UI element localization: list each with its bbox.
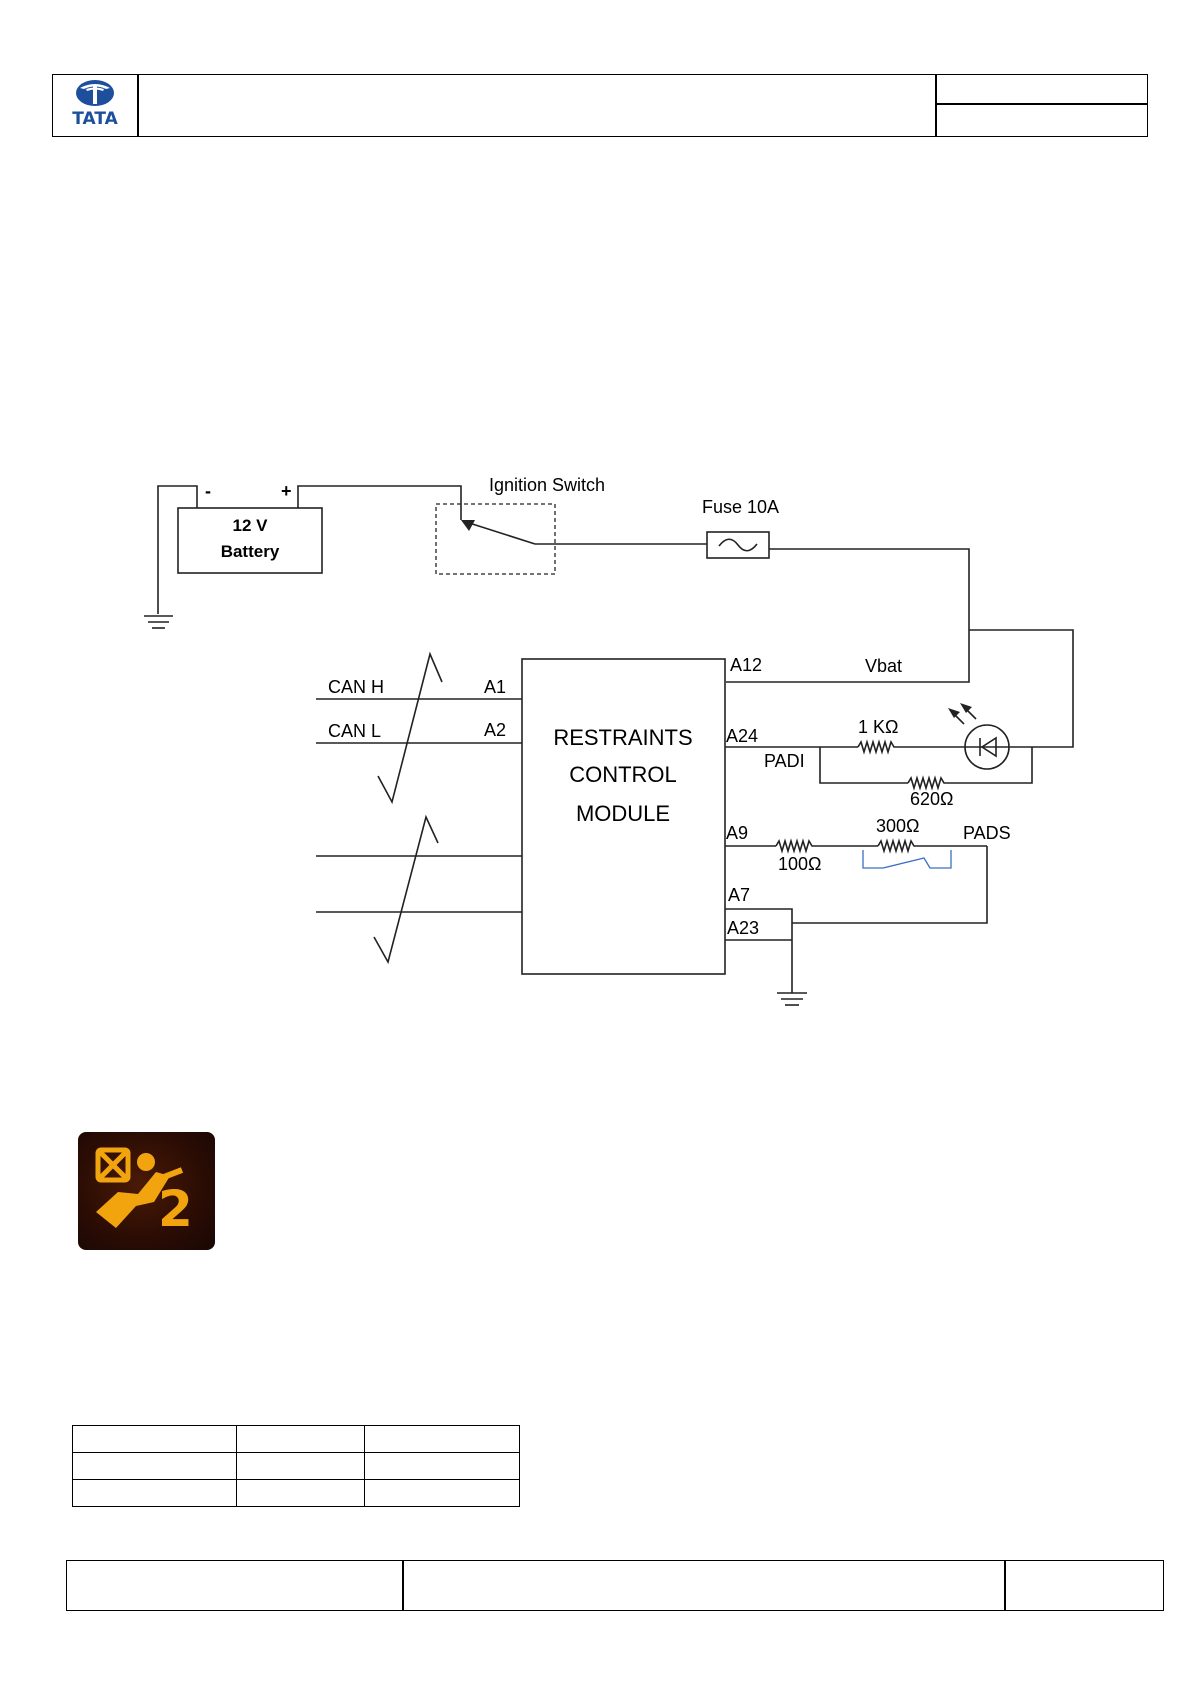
resistor-300 (877, 838, 987, 854)
pin-a12-label: A12 (730, 655, 762, 675)
can-h-label: CAN H (328, 677, 384, 697)
resistor-300-label: 300Ω (876, 816, 920, 836)
footer-frame (66, 1560, 1164, 1611)
table-row (72, 1425, 520, 1453)
battery-minus: - (205, 481, 211, 501)
battery-plus: + (281, 481, 292, 501)
pin-a7-label: A7 (728, 885, 750, 905)
padi-label: PADI (764, 751, 805, 771)
restraints-control-module (521, 658, 726, 975)
footer-divider-right (1004, 1560, 1006, 1611)
ground-symbol-module (777, 992, 807, 1006)
resistor-620-label: 620Ω (910, 789, 954, 809)
padi-bypass-wire-right (952, 747, 1033, 784)
pin-a24-label: A24 (726, 726, 758, 746)
pin-a23-label: A23 (727, 918, 759, 938)
vbat-label: Vbat (865, 656, 902, 676)
pin-a1-label: A1 (484, 677, 506, 697)
airbag-symbol-icon (95, 1147, 184, 1228)
a7-ground-wire (725, 908, 793, 993)
table-cell (364, 1479, 520, 1507)
table-cell (72, 1479, 237, 1507)
module-label-3: MODULE (576, 801, 670, 826)
tata-logo: TATA (56, 76, 134, 134)
resistor-100-label: 100Ω (778, 854, 822, 874)
resistor-100 (775, 838, 878, 854)
header-ref-divider (935, 74, 937, 137)
resistor-1k-label: 1 KΩ (858, 717, 898, 737)
ignition-switch-arrow (461, 520, 475, 531)
resistor-1k (857, 739, 902, 755)
header-ref-split (935, 103, 1148, 105)
table-cell (236, 1479, 365, 1507)
padi-bypass-wire-left (819, 747, 908, 784)
fuse-element (718, 538, 758, 552)
battery-label-voltage: 12 V (233, 516, 269, 535)
data-table (72, 1425, 520, 1507)
tata-logo-icon (76, 80, 114, 106)
table-cell (72, 1452, 237, 1480)
table-cell (364, 1425, 520, 1453)
vbat-wire (726, 548, 970, 683)
led-diode-symbol (980, 736, 997, 758)
battery-box (177, 507, 323, 574)
module-label-1: RESTRAINTS (553, 725, 692, 750)
logo-wordmark: TATA (72, 109, 118, 129)
can-l-label: CAN L (328, 721, 381, 741)
pads-return-wire (792, 846, 988, 924)
pads-label: PADS (963, 823, 1011, 843)
fuse-symbol (706, 531, 770, 559)
ignition-switch-arm (462, 520, 536, 545)
ignition-switch-box (435, 503, 556, 575)
pin-a2-label: A2 (484, 720, 506, 740)
table-row (72, 1479, 520, 1507)
can-break-symbol (377, 651, 443, 805)
pads-switch (862, 850, 952, 869)
battery-positive-wire (297, 485, 462, 520)
airbag-icon-digit: 2 (158, 1180, 193, 1238)
table-cell (72, 1425, 237, 1453)
aux-break-symbol (373, 814, 439, 965)
table-cell (236, 1425, 365, 1453)
ground-symbol-battery (144, 615, 173, 629)
battery-label-name: Battery (221, 542, 280, 561)
table-cell (236, 1452, 365, 1480)
table-row (72, 1452, 520, 1480)
circuit-diagram: 12 V Battery - + Ignition Switch Fuse 10… (144, 475, 1074, 1006)
header-logo-divider (137, 74, 139, 137)
header-frame (52, 74, 1148, 137)
footer-divider-left (402, 1560, 404, 1611)
airbag-warning-icon: 2 (78, 1132, 215, 1250)
resistor-620 (907, 775, 952, 791)
ignition-switch-label: Ignition Switch (489, 475, 605, 495)
pin-a9-label: A9 (726, 823, 748, 843)
module-label-2: CONTROL (569, 762, 677, 787)
fuse-label: Fuse 10A (702, 497, 779, 517)
lamp-supply-wire (969, 629, 1074, 748)
battery-ground-wire (157, 485, 198, 614)
table-cell (364, 1452, 520, 1480)
